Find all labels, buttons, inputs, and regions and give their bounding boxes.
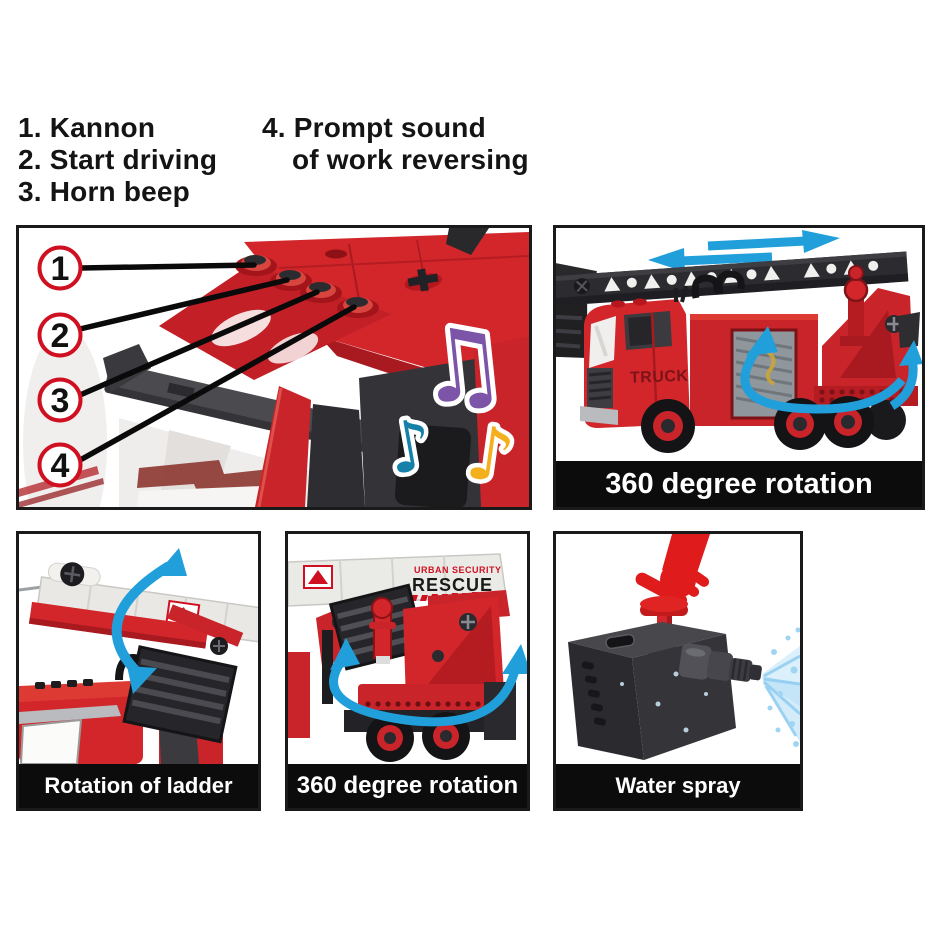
- caption-rotation-of-ladder: Rotation of ladder: [19, 764, 258, 808]
- caption-360-rotation-bottom: 360 degree rotation: [288, 764, 527, 808]
- callout-badge-4: 4: [37, 442, 83, 488]
- ladder-rotation-illustration: [19, 548, 258, 764]
- feature-item-1: 1. Kannon: [18, 112, 156, 143]
- callout-badges: 1 2 3 4: [37, 245, 83, 488]
- panel-cab-buttons: ♫ ♪ ♪ 1 2 3 4: [16, 225, 532, 510]
- panel-ladder-truck: TRUCK: [553, 225, 925, 510]
- ladder-truck-illustration: TRUCK: [556, 230, 922, 453]
- callout-badge-3: 3: [37, 377, 83, 423]
- svg-text:4: 4: [51, 447, 70, 485]
- feature-list-left: 1. Kannon 2. Start driving 3. Horn beep: [18, 112, 217, 208]
- feature-list-right: 4. Prompt sound of work reversing: [262, 112, 529, 176]
- panel-ladder-rotation: Rotation of ladder: [16, 531, 261, 811]
- caption-water-spray: Water spray: [556, 764, 800, 808]
- music-notes: ♫ ♪ ♪: [376, 297, 524, 505]
- press-hand-icon: [635, 534, 710, 605]
- spray-nozzle: [678, 643, 762, 682]
- decal-rescue: RESCUE: [412, 575, 493, 595]
- callout-badge-1: 1: [37, 245, 83, 291]
- svg-text:3: 3: [51, 382, 70, 420]
- decal-urban-security: URBAN SECURITY: [414, 565, 502, 575]
- feature-item-4-line1: 4. Prompt sound: [262, 112, 486, 143]
- truck-door-label: TRUCK: [630, 368, 689, 387]
- svg-text:2: 2: [51, 317, 70, 355]
- panel-turret-rotation: URBAN SECURITY RESCUE: [285, 531, 530, 811]
- callout-badge-2: 2: [37, 312, 83, 358]
- rotation-arrows-icon: [740, 326, 922, 414]
- svg-text:1: 1: [51, 250, 70, 288]
- water-tank: [568, 622, 736, 760]
- mirror-arm: [446, 228, 489, 255]
- cab-buttons-illustration: ♫ ♪ ♪ 1 2 3 4: [19, 228, 529, 507]
- feature-item-3: 3. Horn beep: [18, 176, 190, 207]
- panel-water-spray: Water spray: [553, 531, 803, 811]
- wheels: [641, 396, 906, 453]
- feature-item-2: 2. Start driving: [18, 144, 218, 175]
- ladder-rotation-arrow-icon: [111, 548, 187, 694]
- water-spray-jet: [762, 627, 800, 747]
- callout-lines: [77, 262, 357, 462]
- water-spray-illustration: [568, 534, 800, 760]
- caption-360-rotation-top: 360 degree rotation: [556, 461, 922, 507]
- feature-item-4-line2: of work reversing: [292, 144, 529, 175]
- roof-button-3: [300, 282, 342, 303]
- rotation-arrow-icon: [329, 638, 527, 727]
- ladder-arm: [19, 562, 258, 655]
- music-note-purple-icon: ♫: [411, 302, 512, 428]
- extend-arrows-icon: [648, 230, 840, 272]
- turret-rotation-illustration: URBAN SECURITY RESCUE: [288, 553, 527, 762]
- roof-connector: [404, 268, 443, 292]
